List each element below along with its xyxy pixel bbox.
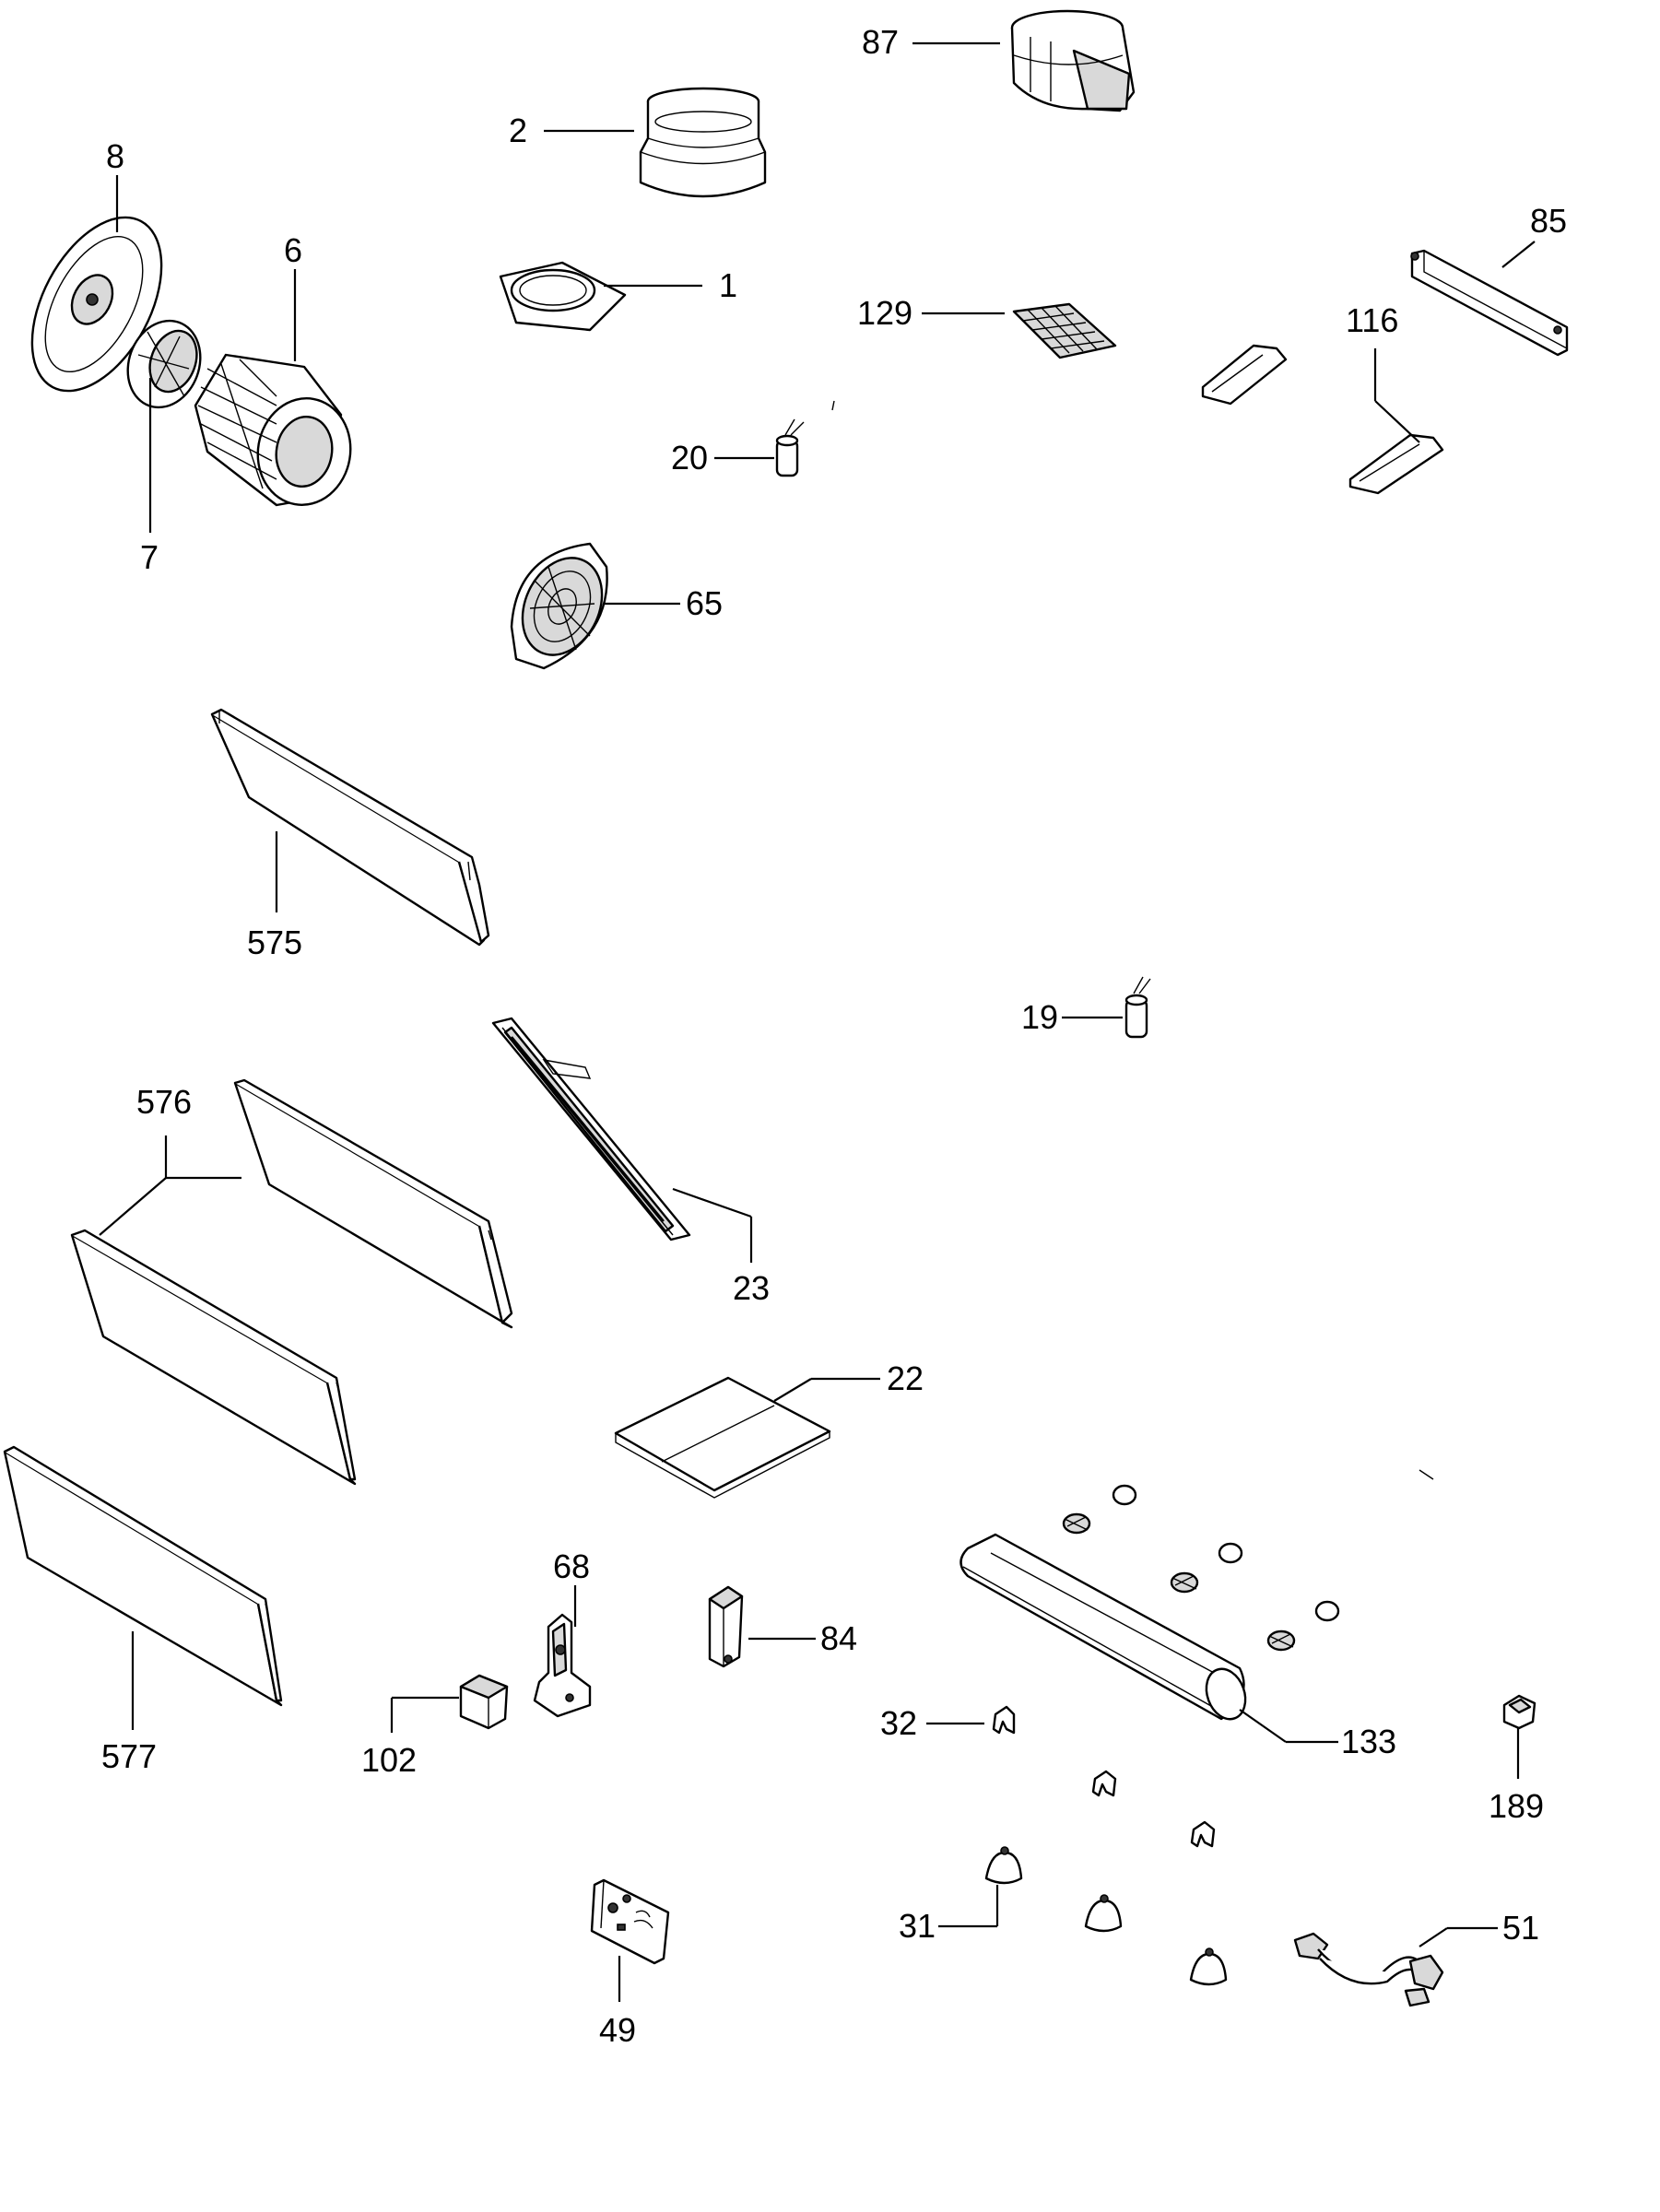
label-51: 51 <box>1502 1909 1539 1947</box>
part-85[interactable] <box>1410 249 1569 357</box>
label-6: 6 <box>284 231 302 269</box>
label-577: 577 <box>101 1737 157 1775</box>
part-20[interactable] <box>775 418 805 477</box>
part-8[interactable] <box>6 196 188 413</box>
bulb-sockets <box>1062 1484 1340 1652</box>
part-31[interactable] <box>984 1846 1228 1986</box>
label-85: 85 <box>1530 202 1567 240</box>
part-129[interactable] <box>1012 302 1117 359</box>
label-22: 22 <box>887 1359 924 1397</box>
label-133: 133 <box>1341 1723 1396 1760</box>
part-116[interactable] <box>1201 344 1444 495</box>
part-575[interactable] <box>210 708 490 947</box>
label-84: 84 <box>820 1619 857 1657</box>
part-19[interactable] <box>1124 976 1151 1039</box>
label-575: 575 <box>247 924 302 961</box>
part-84[interactable] <box>708 1585 744 1668</box>
part-2[interactable] <box>639 87 767 198</box>
label-31: 31 <box>899 1907 936 1945</box>
part-189[interactable] <box>1502 1694 1536 1730</box>
label-576: 576 <box>136 1083 192 1121</box>
label-129: 129 <box>857 294 912 332</box>
part-1[interactable] <box>499 261 627 332</box>
part-65[interactable] <box>508 542 618 670</box>
label-1: 1 <box>719 266 737 304</box>
label-20: 20 <box>671 439 708 477</box>
part-133[interactable] <box>960 1484 1340 1724</box>
part-576[interactable] <box>70 1078 513 1486</box>
part-68[interactable] <box>533 1613 592 1718</box>
label-2: 2 <box>509 112 527 149</box>
part-87[interactable] <box>1010 9 1136 112</box>
label-116: 116 <box>1346 301 1398 339</box>
part-7[interactable] <box>116 311 212 418</box>
label-23: 23 <box>733 1269 770 1307</box>
part-23[interactable] <box>491 1017 691 1241</box>
label-68: 68 <box>553 1547 590 1585</box>
part-577[interactable] <box>3 1445 283 1707</box>
label-102: 102 <box>361 1741 417 1779</box>
label-65: 65 <box>686 584 723 622</box>
label-189: 189 <box>1489 1787 1544 1825</box>
label-8: 8 <box>106 137 124 175</box>
part-32[interactable] <box>992 1705 1216 1848</box>
part-22[interactable] <box>614 1376 831 1499</box>
label-87: 87 <box>862 23 899 61</box>
part-49[interactable] <box>590 1878 670 1965</box>
part-51[interactable] <box>1293 1932 1444 2007</box>
label-19: 19 <box>1021 998 1058 1036</box>
part-6[interactable] <box>194 353 359 512</box>
label-49: 49 <box>599 2011 636 2049</box>
label-7: 7 <box>140 538 159 576</box>
label-32: 32 <box>880 1704 917 1742</box>
part-102[interactable] <box>459 1674 509 1730</box>
